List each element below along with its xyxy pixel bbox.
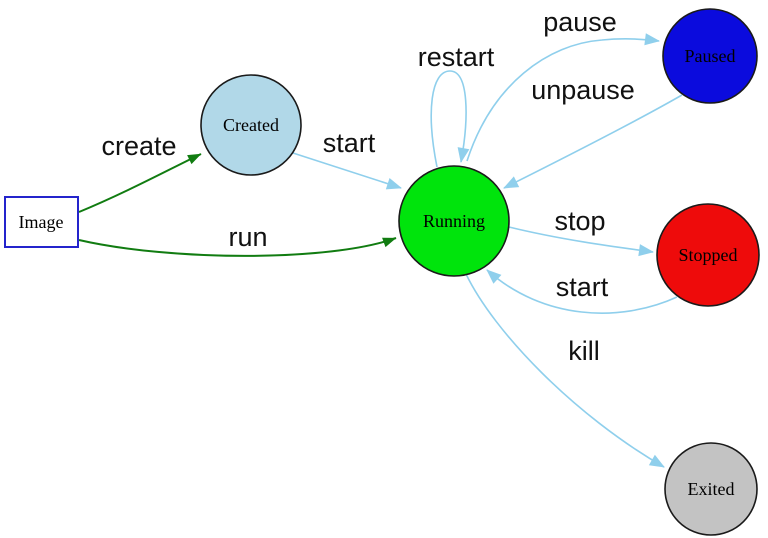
created-node-circle [200, 74, 302, 176]
node-stopped: Stopped [656, 203, 760, 307]
exited-node-circle [664, 442, 758, 536]
start-created-arrow [292, 152, 402, 190]
created-node-label: Created [223, 115, 279, 135]
create-arrow [78, 153, 202, 213]
image-node-box [4, 196, 79, 248]
unpause-edge-label: unpause [531, 75, 635, 105]
run-edge-label: run [228, 222, 267, 252]
restart-edge-label: restart [418, 42, 495, 72]
edge-pause: pause [466, 7, 660, 162]
running-node-circle [398, 165, 510, 277]
node-exited: Exited [664, 442, 758, 536]
start-stopped-edge-label: start [556, 272, 609, 302]
kill-edge-label: kill [568, 336, 600, 366]
pause-edge-label: pause [543, 7, 617, 37]
create-edge-label: create [101, 131, 176, 161]
node-image: Image [4, 196, 79, 248]
running-node-label: Running [423, 211, 485, 231]
edge-create: create [78, 131, 202, 213]
start-stopped-arrow [486, 269, 678, 314]
image-node-label: Image [19, 212, 64, 232]
kill-arrow [465, 273, 665, 468]
unpause-arrow [503, 94, 683, 189]
edge-stop: stop [508, 206, 654, 257]
edge-kill: kill [465, 273, 665, 468]
paused-node-label: Paused [685, 46, 736, 66]
stopped-node-circle [656, 203, 760, 307]
stop-edge-label: stop [554, 206, 605, 236]
exited-node-label: Exited [688, 479, 735, 499]
node-paused: Paused [662, 8, 758, 104]
node-created: Created [200, 74, 302, 176]
edge-restart: restart [418, 42, 495, 168]
stop-arrow [508, 226, 654, 257]
restart-self-loop-arrow [430, 70, 470, 168]
paused-node-circle [662, 8, 758, 104]
edge-start-stopped: start [486, 269, 678, 314]
edge-start-created: start [292, 128, 402, 190]
node-running: Running [398, 165, 510, 277]
edge-unpause: unpause [503, 75, 683, 189]
stopped-node-label: Stopped [678, 245, 737, 265]
edge-run: run [78, 222, 397, 257]
start-created-edge-label: start [323, 128, 376, 158]
pause-arrow [466, 33, 660, 162]
run-arrow [78, 237, 397, 257]
